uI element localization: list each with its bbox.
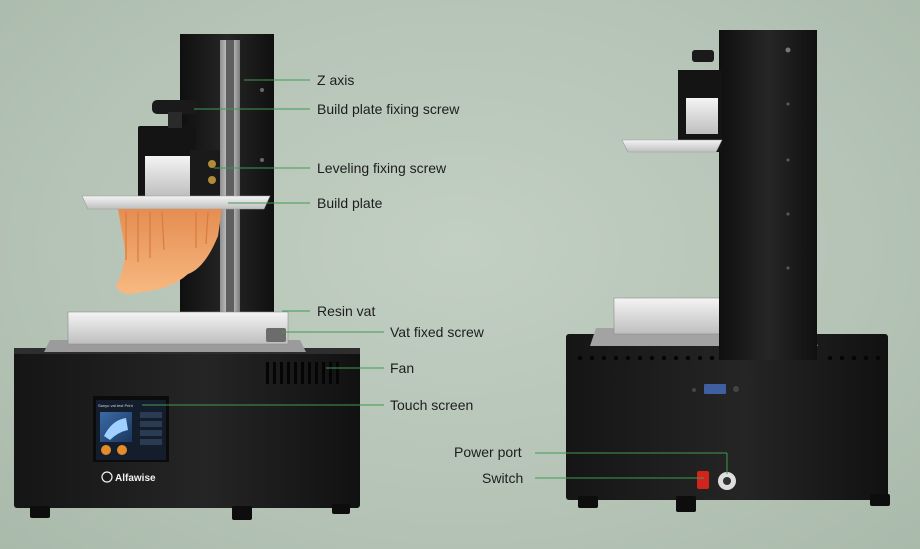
label-vat-fixed-screw: Vat fixed screw <box>390 324 484 340</box>
screen-header: Sanyu vat test Print <box>98 403 134 408</box>
label-touch-screen: Touch screen <box>390 397 474 413</box>
label-z-axis: Z axis <box>317 72 355 88</box>
brand-logo-icon <box>101 471 113 483</box>
label-power-port: Power port <box>454 444 522 460</box>
label-resin-vat: Resin vat <box>317 303 376 319</box>
rear-z-column <box>719 30 817 360</box>
label-build-plate: Build plate <box>317 195 383 211</box>
label-build-plate-fixing-screw: Build plate fixing screw <box>317 101 460 117</box>
front-view-printer: Sanyu vat test Print Alfawise <box>14 34 360 520</box>
printer-base <box>14 348 360 508</box>
label-fan: Fan <box>390 360 415 376</box>
leveling-bracket <box>145 156 191 196</box>
touch-screen: Sanyu vat test Print <box>93 396 169 462</box>
brand-name: Alfawise <box>115 473 156 484</box>
rear-view-printer <box>566 30 890 512</box>
leveling-fixing-screw <box>208 160 216 168</box>
leader-lines <box>142 79 728 479</box>
usb-port <box>704 384 726 394</box>
vat-fixed-screw <box>266 328 286 342</box>
rear-printer-base <box>566 334 888 500</box>
lead-screw <box>226 40 234 318</box>
power-switch <box>697 471 709 489</box>
resin-vat <box>67 311 289 345</box>
label-switch: Switch <box>482 470 524 486</box>
build-plate <box>81 195 271 210</box>
label-leveling-fixing-screw: Leveling fixing screw <box>317 160 447 176</box>
fan-vents <box>266 362 339 384</box>
fixing-knob <box>152 100 198 114</box>
